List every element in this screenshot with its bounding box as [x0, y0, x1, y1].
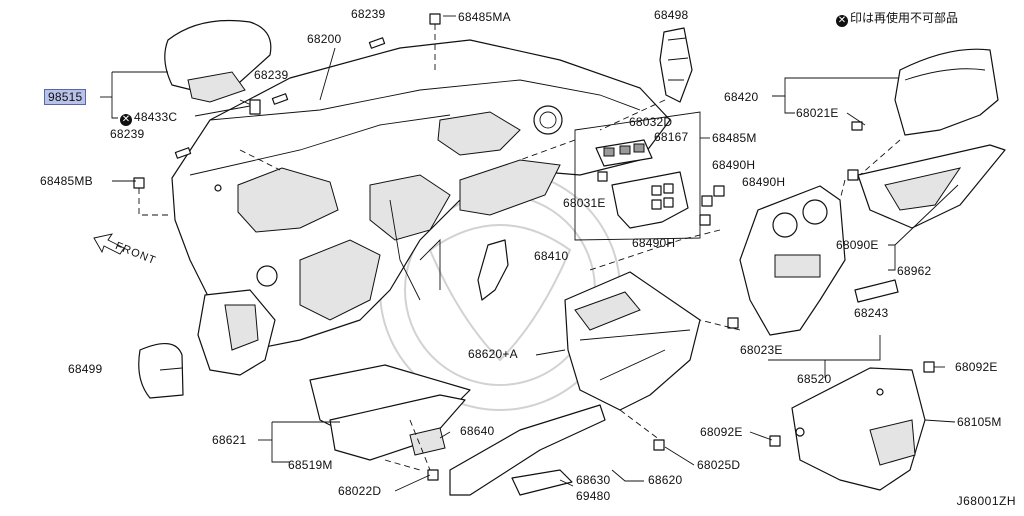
part-label-68498[interactable]: 68498: [654, 8, 689, 22]
part-label-68490H-a[interactable]: 68490H: [712, 158, 756, 172]
part-label-68490H-b[interactable]: 68490H: [742, 175, 786, 189]
part-label-68490H-c[interactable]: 68490H: [632, 236, 676, 250]
part-label-68410[interactable]: 68410: [534, 249, 569, 263]
center-panel-68520: [727, 185, 899, 336]
part-label-68167[interactable]: 68167: [654, 130, 689, 144]
lower-panel-68621: [309, 364, 471, 481]
part-label-68499[interactable]: 68499: [68, 362, 103, 376]
x-circle-icon: ✕: [120, 114, 132, 126]
part-label-68640[interactable]: 68640: [460, 424, 495, 438]
lower-cover-68105M: [769, 361, 935, 491]
part-label-68239-mid[interactable]: 68239: [254, 68, 289, 82]
part-label-68092E-right[interactable]: 68092E: [955, 360, 998, 374]
legend-text: 印は再使用不可部品: [850, 11, 959, 25]
part-label-68031E[interactable]: 68031E: [563, 196, 606, 210]
airbag-module-98515: [164, 19, 272, 115]
meter-hood-68420: [847, 48, 1006, 229]
dashed-connectors: [239, 99, 901, 471]
part-label-68621[interactable]: 68621: [212, 433, 247, 447]
part-label-68620[interactable]: 68620: [648, 473, 683, 487]
part-label-68239-top[interactable]: 68239: [351, 7, 386, 21]
part-label-68021E[interactable]: 68021E: [796, 106, 839, 120]
legend: ✕印は再使用不可部品: [836, 9, 958, 27]
part-label-68519M[interactable]: 68519M: [288, 458, 333, 472]
part-label-68090E[interactable]: 68090E: [836, 238, 879, 252]
part-label-68025D[interactable]: 68025D: [697, 458, 741, 472]
part-label-68520[interactable]: 68520: [797, 372, 832, 386]
part-label-68620A[interactable]: 68620+A: [468, 347, 518, 361]
clips-68239: [174, 37, 386, 159]
center-switch-assembly: [574, 111, 725, 241]
leader-lines: [100, 15, 959, 492]
part-label-68022D[interactable]: 68022D: [338, 484, 382, 498]
x-circle-icon: ✕: [836, 15, 848, 27]
part-label-68485MA[interactable]: 68485MA: [458, 10, 511, 24]
part-label-68243[interactable]: 68243: [854, 306, 889, 320]
part-label-68105M[interactable]: 68105M: [957, 415, 1002, 429]
clips-68485: [133, 13, 441, 216]
part-label-68485M[interactable]: 68485M: [712, 131, 757, 145]
bracket-68498: [659, 27, 693, 103]
part-label-98515[interactable]: 98515: [44, 89, 87, 105]
glove-box-68620: [564, 271, 701, 411]
part-label-68023E[interactable]: 68023E: [740, 343, 783, 357]
left-vent-assembly: [138, 289, 276, 399]
duct-68410: [477, 239, 509, 301]
part-label-68032D[interactable]: 68032D: [629, 115, 673, 129]
diagram-code: J68001ZH: [956, 494, 1016, 508]
part-label-69480[interactable]: 69480: [576, 489, 611, 503]
part-label-48433C[interactable]: ✕48433C: [120, 110, 178, 126]
part-label-68485MB[interactable]: 68485MB: [40, 174, 93, 188]
part-label-68962[interactable]: 68962: [897, 264, 932, 278]
part-label-68630[interactable]: 68630: [576, 473, 611, 487]
part-label-68092E-left[interactable]: 68092E: [700, 425, 743, 439]
front-arrow-icon: [93, 233, 125, 255]
part-label-68239-left[interactable]: 68239: [110, 127, 145, 141]
part-label-68420[interactable]: 68420: [724, 90, 759, 104]
glove-lid-68630: [449, 404, 665, 496]
part-label-68200[interactable]: 68200: [307, 32, 342, 46]
instrument-panel-68200: [171, 39, 671, 371]
